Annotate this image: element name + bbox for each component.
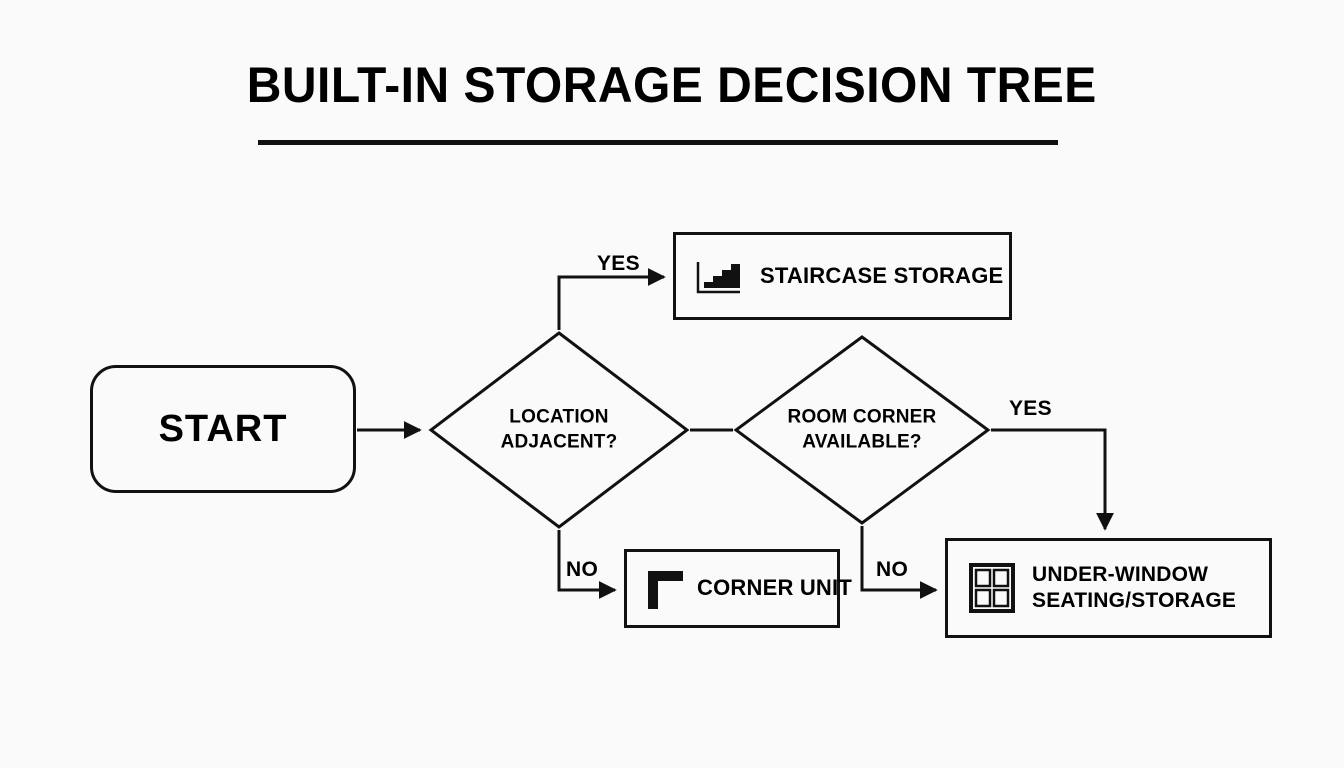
node-room-corner-available-label: ROOM CORNER AVAILABLE?: [733, 405, 991, 456]
node-under-window-seating-label: UNDER-WINDOW SEATING/STORAGE: [1032, 562, 1236, 613]
edge-label-location-yes: YES: [597, 252, 640, 275]
node-room-corner-available[interactable]: ROOM CORNER AVAILABLE?: [733, 334, 991, 526]
node-start[interactable]: START: [90, 365, 356, 493]
page-title: BUILT-IN STORAGE DECISION TREE: [0, 60, 1344, 110]
node-corner-unit-label: CORNER UNIT: [697, 575, 852, 601]
staircase-icon: [696, 262, 740, 294]
node-under-window-seating-label-line1: UNDER-WINDOW: [1032, 563, 1209, 587]
edge-location-yes: [557, 268, 666, 330]
node-staircase-storage[interactable]: STAIRCASE STORAGE: [673, 232, 1012, 320]
node-location-adjacent-label-line1: LOCATION: [509, 406, 609, 428]
corner-bracket-icon: [648, 570, 683, 609]
edge-label-corner-no: NO: [876, 558, 909, 581]
node-corner-unit[interactable]: CORNER UNIT: [624, 549, 852, 628]
node-room-corner-available-label-line2: AVAILABLE?: [802, 432, 922, 453]
title-underline-rule: [258, 140, 1058, 145]
edge-corner-yes: [991, 428, 1114, 531]
edge-label-corner-yes: YES: [1009, 397, 1052, 420]
node-location-adjacent[interactable]: LOCATION ADJACENT?: [428, 330, 690, 530]
node-room-corner-available-label-line1: ROOM CORNER: [787, 406, 937, 428]
page-title-text: BUILT-IN STORAGE DECISION TREE: [246, 57, 1098, 113]
node-under-window-seating[interactable]: UNDER-WINDOW SEATING/STORAGE: [945, 538, 1272, 638]
node-location-adjacent-label: LOCATION ADJACENT?: [428, 405, 690, 456]
node-under-window-seating-label-line2: SEATING/STORAGE: [1032, 589, 1237, 612]
edge-label-location-no: NO: [566, 558, 599, 581]
diamond-shape: [733, 335, 991, 525]
node-location-adjacent-label-line2: ADJACENT?: [500, 432, 618, 453]
edge-corner-no: [860, 526, 938, 599]
diamond-shape: [428, 331, 690, 529]
edge-location-no: [557, 530, 617, 599]
node-staircase-storage-label: STAIRCASE STORAGE: [760, 262, 1004, 288]
window-icon: [969, 563, 1015, 613]
node-start-label: START: [158, 407, 288, 450]
